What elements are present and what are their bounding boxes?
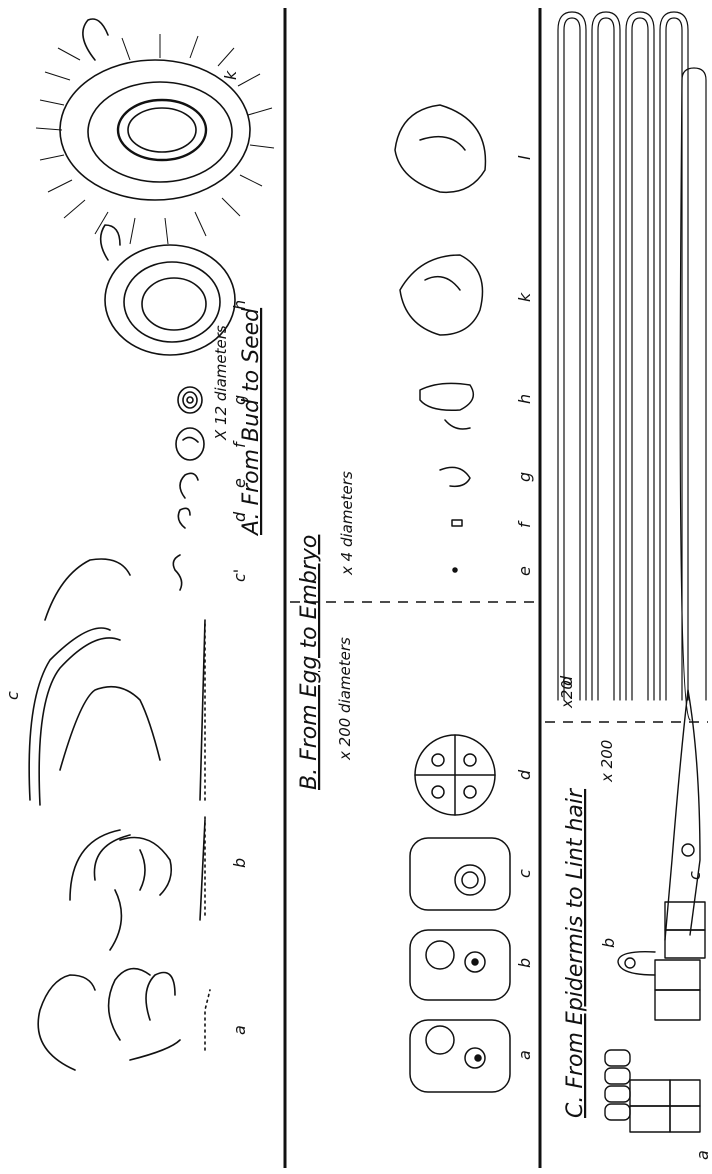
embryo-h-drawing xyxy=(420,383,473,429)
label-b-k: k xyxy=(515,292,534,302)
label-a-e: e xyxy=(230,478,249,488)
embryo-g-drawing xyxy=(440,467,470,486)
egg-c-drawing xyxy=(410,838,510,910)
label-b-e: e xyxy=(515,566,534,576)
label-b-b: b xyxy=(515,958,534,968)
label-b-d: d xyxy=(515,769,534,780)
embryo-f-drawing xyxy=(452,520,462,526)
section-b-scale-right: x 4 diameters xyxy=(338,471,356,576)
label-b-a: a xyxy=(515,1050,534,1060)
label-b-f: f xyxy=(515,520,534,528)
section-a-title: A. From Bud to Seed xyxy=(239,307,264,537)
epidermis-a-drawing xyxy=(605,1050,700,1132)
embryo-e-drawing xyxy=(453,568,457,572)
seed-k-hairs xyxy=(36,34,274,244)
bud-a-drawing xyxy=(38,890,180,1070)
label-a-k: k xyxy=(221,70,240,80)
label-a-b: b xyxy=(230,858,249,868)
label-a-d: d xyxy=(230,511,249,522)
bud-b-drawing xyxy=(70,820,205,920)
label-c-d: d xyxy=(557,675,576,686)
section-b-labels: a b c d e f g h k l xyxy=(515,155,534,1060)
label-a-a: a xyxy=(230,1025,249,1035)
bud-f-drawing xyxy=(176,428,204,460)
label-b-c: c xyxy=(515,869,534,878)
label-c-c: c xyxy=(685,871,704,880)
section-b-title: B. From Egg to Embryo xyxy=(297,535,322,790)
section-b-drawings xyxy=(395,105,510,1092)
bud-g-drawing xyxy=(178,387,202,413)
embryo-k-drawing xyxy=(400,255,483,335)
label-a-h: h xyxy=(230,300,249,310)
label-a-cprime: c' xyxy=(230,569,249,582)
section-c-title: C. From Epidermis to Lint hair xyxy=(563,787,588,1118)
bud-d-drawing xyxy=(178,508,190,528)
lint-d-drawing xyxy=(558,12,706,720)
egg-b-drawing xyxy=(410,930,510,1000)
bud-e-drawing xyxy=(180,473,198,498)
section-a-drawings xyxy=(29,19,250,1070)
label-c-a: a xyxy=(693,1150,712,1160)
label-b-g: g xyxy=(515,472,534,482)
section-c-scale: x 200 xyxy=(598,740,616,783)
label-a-g: g xyxy=(230,395,249,405)
bud-cprime-drawing xyxy=(173,555,181,590)
label-b-l: l xyxy=(515,155,534,160)
section-b-scale-left: x 200 diameters xyxy=(336,637,354,761)
label-a-c: c xyxy=(3,691,22,700)
bud-c-drawing xyxy=(29,620,205,805)
epidermis-b-drawing xyxy=(618,952,700,1020)
embryo-l-drawing xyxy=(395,105,485,192)
section-a-labels: a b c c' d e f g h k xyxy=(3,70,249,1035)
label-b-h: h xyxy=(515,394,534,404)
egg-a-drawing xyxy=(410,1020,510,1092)
section-a-scale: X 12 diameters xyxy=(212,325,230,441)
lint-c-drawing xyxy=(665,690,705,958)
label-c-b: b xyxy=(599,938,618,948)
